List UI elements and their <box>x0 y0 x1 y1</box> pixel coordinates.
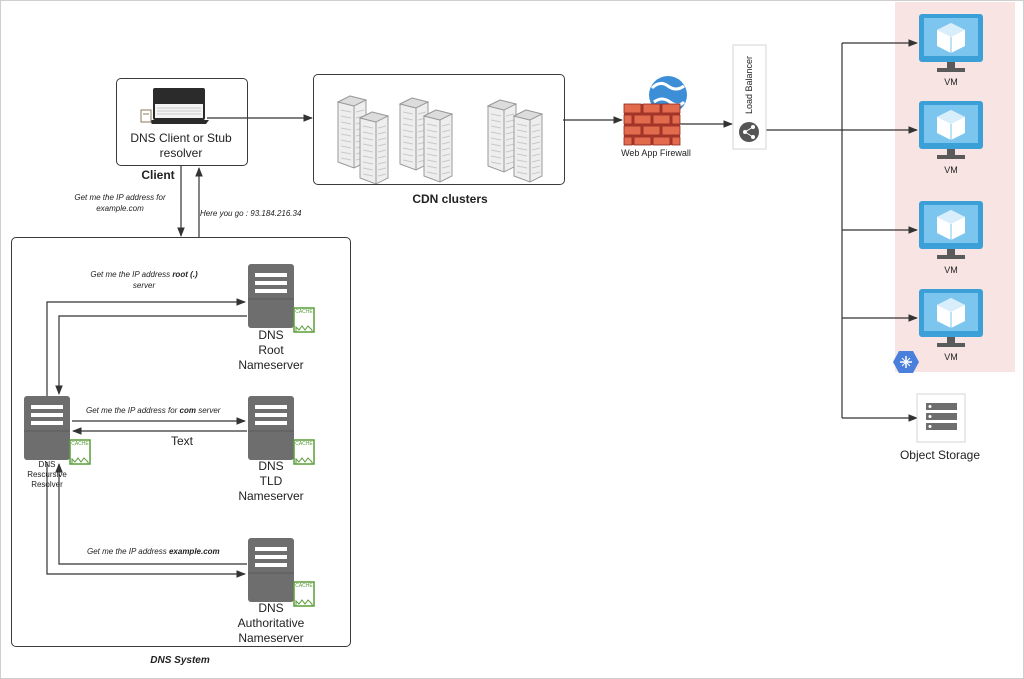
root-query-message: Get me the IP address root (.) server <box>90 270 198 290</box>
load-balancer-card <box>732 44 767 150</box>
laptop-icon <box>140 88 209 124</box>
resolver-to-auth-arrow <box>46 462 246 578</box>
client-box <box>116 78 248 166</box>
object-storage-label: Object Storage <box>899 448 981 462</box>
root-to-resolver-arrow <box>55 315 247 395</box>
gcp-compute-badge-icon <box>893 351 919 373</box>
dns-auth-label: DNS Authoritative Nameserver <box>237 601 305 645</box>
dns-root-label: DNS Root Nameserver <box>238 328 304 372</box>
dns-system-title: DNS System <box>150 655 210 666</box>
cache-tag-label: CACHE <box>295 583 313 589</box>
client-device-label-line1: DNS Client or Stub <box>130 131 232 145</box>
dns-tld-label: DNS TLD Nameserver <box>238 459 304 503</box>
tld-reply-message: Text <box>170 434 193 448</box>
client-reply-message: Here you go : 93.184.216.34 <box>200 209 302 218</box>
resolver-to-root-arrow <box>46 298 246 396</box>
waf-label: Web App Firewall <box>621 148 691 158</box>
client-device-label-line2: resolver <box>159 146 203 160</box>
vm-label: VM <box>944 352 958 362</box>
cdn-clusters-box <box>313 74 565 185</box>
firewall-icon <box>623 76 687 146</box>
vm-label: VM <box>944 265 958 275</box>
cdn-clusters-title: CDN clusters <box>412 192 488 206</box>
object-storage-icon <box>916 393 966 443</box>
cache-tag-label: CACHE <box>295 441 313 447</box>
load-balancer-icon <box>739 122 759 142</box>
client-device-label: DNS Client or Stub resolver <box>118 131 244 161</box>
load-balancer-label: Load Balancer <box>744 55 754 115</box>
client-title: Client <box>141 168 175 182</box>
vm-label: VM <box>944 77 958 87</box>
cache-tag-label: CACHE <box>295 309 313 315</box>
dns-system-box <box>11 237 351 647</box>
auth-query-message: Get me the IP address example.com <box>87 547 220 556</box>
com-query-message: Get me the IP address for com server <box>86 406 221 415</box>
auth-to-resolver-arrow <box>55 463 247 565</box>
dns-resolver-label: DNS Rescursive Resolver <box>27 460 67 489</box>
client-query-message: Get me the IP address for example.com <box>74 193 166 213</box>
cache-tag-label: CACHE <box>71 441 89 447</box>
vm-label: VM <box>944 165 958 175</box>
